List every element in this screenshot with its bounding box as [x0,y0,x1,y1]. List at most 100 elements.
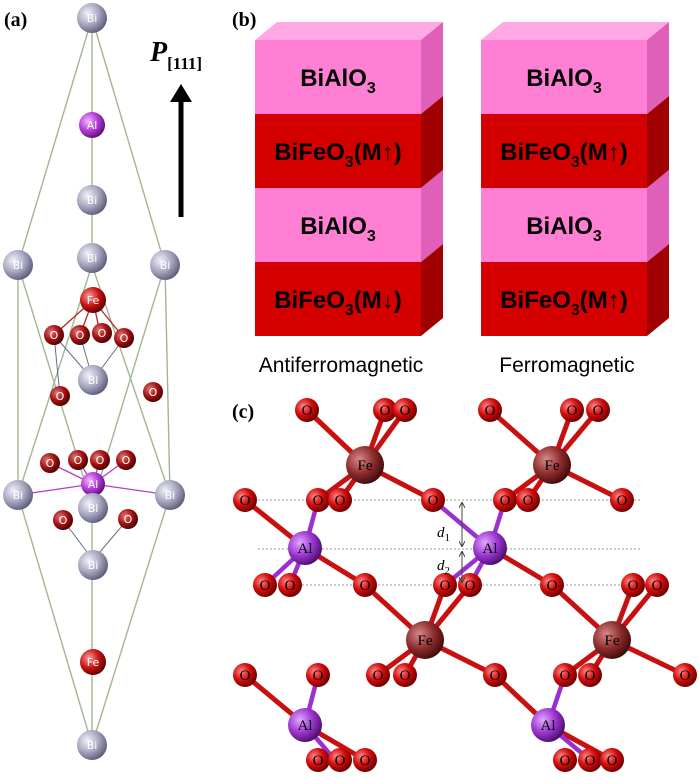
atom-o-a6: O [143,382,163,402]
layer-bao-1: BiAlO3 [481,22,669,114]
atom-fe-upper: Fe [80,287,106,313]
svg-text:Al: Al [88,478,99,491]
svg-text:Bi: Bi [88,502,99,515]
svg-text:O: O [96,454,105,467]
svg-text:O: O [360,753,371,769]
atom-o-c13: O [610,488,634,512]
svg-text:O: O [302,403,313,419]
svg-text:Al: Al [483,541,498,557]
atom-o-c23: O [306,663,330,687]
svg-text:Fe: Fe [87,294,100,307]
atom-o-a11: O [53,510,73,530]
atom-bi-mid-2: Bi [78,365,108,395]
polarization-subscript: [111] [167,54,202,73]
atom-o-c1: O [295,398,319,422]
stack-top-face [481,22,669,40]
svg-text:O: O [56,390,65,403]
panel-label-b: (b) [232,9,256,31]
svg-text:O: O [313,753,324,769]
svg-text:Bi: Bi [13,489,24,502]
layer-side-face [647,22,669,114]
svg-text:O: O [50,329,59,342]
atom-al-c1: Al [288,531,322,565]
atom-o-c9: O [328,488,352,512]
svg-text:O: O [547,578,558,594]
atom-bi-left-1: Bi [3,250,33,280]
atom-fe-lower: Fe [80,649,106,675]
svg-text:O: O [120,332,129,345]
atom-bi-mid-3: Bi [78,493,108,523]
layer-bfo-2: BiFeO3(M↑) [255,96,443,188]
svg-text:O: O [360,578,371,594]
atom-o-a5: O [50,386,70,406]
atom-o-c5: O [560,398,584,422]
atom-o-c14: O [253,573,277,597]
svg-text:O: O [585,753,596,769]
atom-fe-c2: Fe [533,446,571,484]
atom-o-c21: O [645,573,669,597]
svg-text:Bi: Bi [160,259,171,272]
svg-text:Al: Al [541,718,556,734]
atom-o-a4: O [114,328,134,348]
svg-text:O: O [465,578,476,594]
atom-o-c10: O [421,488,445,512]
stack-1: BiAlO3BiFeO3(M↑)BiAlO3BiFeO3(M↓)Antiferr… [255,22,443,377]
svg-text:O: O [373,668,384,684]
atom-o-c31: O [328,748,352,772]
svg-text:Bi: Bi [13,259,24,272]
panel-b-superlattice-stacks: BiAlO3BiFeO3(M↑)BiAlO3BiFeO3(M↓)Antiferr… [255,22,669,377]
layer-label: BiFeO3(M↑) [500,287,628,319]
atom-o-a3: O [92,323,112,343]
svg-text:Fe: Fe [358,458,373,474]
svg-text:Fe: Fe [605,633,620,649]
atom-o-c26: O [483,663,507,687]
atom-o-a12: O [118,509,138,529]
layer-side-face [647,170,669,262]
svg-text:O: O [400,403,411,419]
polarization-arrow [170,84,192,217]
atom-al-c2: Al [473,531,507,565]
atom-fe-c1: Fe [346,446,384,484]
atom-o-c3: O [393,398,417,422]
svg-text:O: O [617,493,628,509]
layer-bfo-4: BiFeO3(M↑) [481,244,669,336]
svg-text:O: O [124,513,133,526]
atom-fe-c3: Fe [406,621,444,659]
layer-side-face [421,22,443,114]
svg-text:O: O [98,327,107,340]
svg-text:Al: Al [298,541,313,557]
svg-text:O: O [485,403,496,419]
svg-text:O: O [240,493,251,509]
svg-text:O: O [313,493,324,509]
atom-o-c24: O [366,663,390,687]
svg-text:O: O [313,668,324,684]
atom-bi-bottom: Bi [77,730,107,760]
stack-caption: Antiferromagnetic [259,354,424,377]
svg-text:Al: Al [298,718,313,734]
svg-text:O: O [240,668,251,684]
svg-text:O: O [567,403,578,419]
svg-text:Fe: Fe [545,458,560,474]
atom-o-c11: O [493,488,517,512]
d1-label: d1 [437,525,450,544]
layer-side-face [421,170,443,262]
atom-o-a7: O [40,453,60,473]
svg-text:O: O [607,753,618,769]
atom-o-c28: O [578,663,602,687]
svg-text:Bi: Bi [87,252,98,265]
layer-bao-1: BiAlO3 [255,22,443,114]
stack-2: BiAlO3BiFeO3(M↑)BiAlO3BiFeO3(M↑)Ferromag… [481,22,669,377]
atom-o-a10: O [116,450,136,470]
atom-o-c22: O [233,663,257,687]
panel-a-structure: Bi Al Bi Bi Bi Bi Fe O O O O Bi O O O O … [3,3,185,760]
polarization-label: P[111] [149,37,202,73]
atom-o-c6: O [586,398,610,422]
svg-text:O: O [335,493,346,509]
layer-label: BiFeO3(M↑) [274,139,402,171]
layer-bao-3: BiAlO3 [255,170,443,262]
panel-label-a: (a) [4,9,27,31]
svg-text:Bi: Bi [88,374,99,387]
layer-front-face [255,40,421,114]
atom-o-c8: O [306,488,330,512]
